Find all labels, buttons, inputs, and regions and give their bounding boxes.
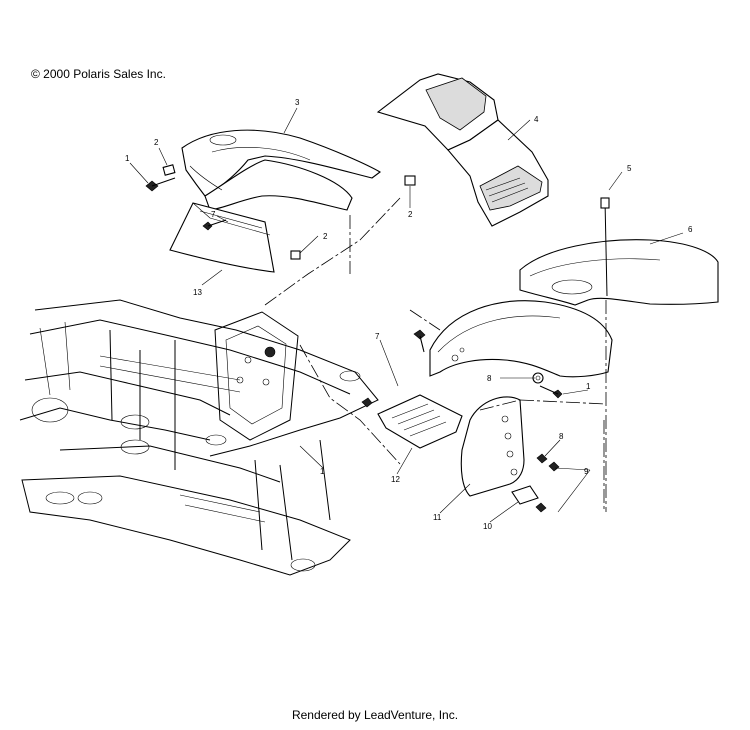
bracket-part [377,394,463,449]
rear-fender-part [519,239,719,306]
copyright-text: © 2000 Polaris Sales Inc. [31,67,166,81]
callout-4: 4 [534,115,539,124]
left-fender-part [429,300,613,378]
plate-part [511,485,539,505]
callout-5: 5 [627,164,632,173]
callout-8: 8 [559,432,564,441]
callout-2: 2 [408,210,413,219]
rear-hood-part [181,129,381,211]
callout-11: 11 [433,513,442,522]
leader-lines [129,107,684,523]
callout-8: 8 [487,374,492,383]
callout-1: 1 [586,382,591,391]
callout-7: 7 [375,332,380,341]
footer-credit: Rendered by LeadVenture, Inc. [291,708,459,722]
atv-frame [19,299,379,576]
fasteners [145,164,610,513]
mud-flap-part [460,396,525,497]
callout-9: 9 [584,467,589,476]
callout-3: 3 [295,98,300,107]
callout-7: 7 [211,210,216,219]
callout-2: 2 [323,232,328,241]
callout-10: 10 [483,522,492,531]
callout-1: 1 [320,467,325,476]
callout-1: 1 [125,154,130,163]
callout-6: 6 [688,225,693,234]
shroud-part [376,73,549,227]
lower-panel-part [169,202,275,273]
callout-2: 2 [154,138,159,147]
callout-numbers: 1 2 3 4 2 5 6 7 2 13 7 8 1 8 9 12 1 11 1… [125,98,693,531]
callout-13: 13 [193,288,202,297]
callout-12: 12 [391,475,400,484]
